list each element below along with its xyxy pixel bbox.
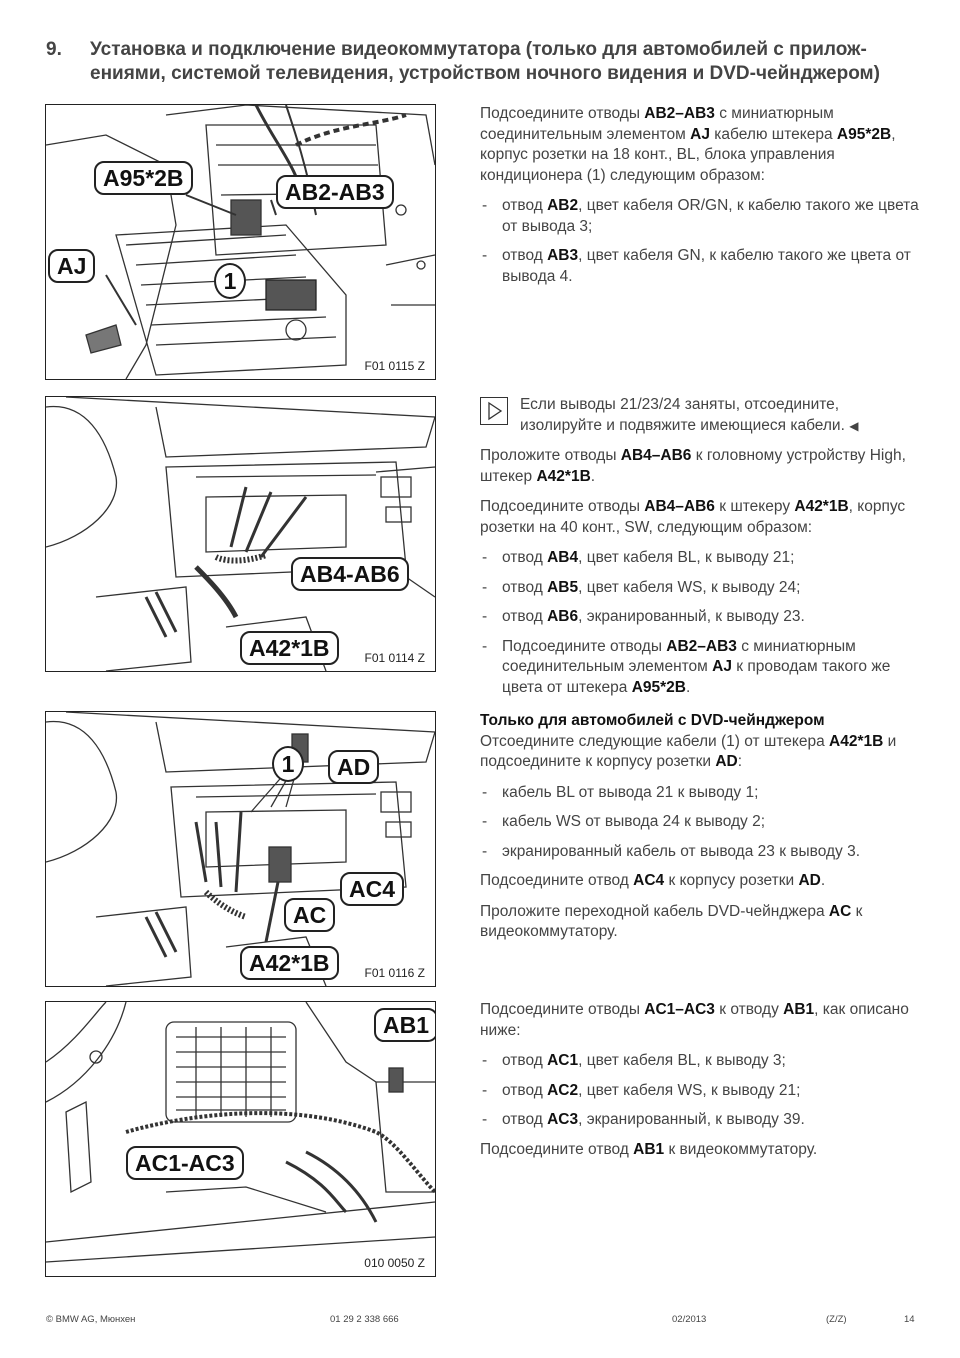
callout-1: 1 (272, 746, 304, 782)
list-item: отвод AB5, цвет кабеля WS, к выводу 24; (480, 578, 920, 599)
list-item: отвод AB6, экранированный, к выводу 23. (480, 607, 920, 628)
callout-ab4-ab6: AB4-AB6 (291, 557, 409, 591)
callout-ac4: AC4 (340, 872, 405, 906)
callout-aj: AJ (48, 249, 96, 283)
callout-1: 1 (214, 263, 246, 299)
callout-ab2-ab3: AB2-AB3 (276, 175, 394, 209)
callout-a42-1b: A42*1B (240, 631, 339, 665)
footer-page-number: 14 (904, 1314, 915, 1325)
paragraph: Подсоедините отводы AB2–AB3 с миниатюрны… (480, 105, 896, 184)
section-4-text: Подсоедините отводы AC1–AC3 к отводу AB1… (480, 1000, 920, 1170)
figure-4: AB1 AC1-AC3 010 0050 Z (45, 1001, 436, 1277)
callout-ab1: AB1 (374, 1008, 435, 1042)
paragraph: Подсоедините отвод AC4 к корпусу розетки… (480, 872, 826, 889)
note-triangle-icon (480, 397, 508, 425)
paragraph: Проложите переходной кабель DVD-чейнджер… (480, 902, 863, 941)
end-marker-icon: ◀ (849, 418, 859, 433)
paragraph: Подсоедините отводы AB4–AB6 к штекеру A4… (480, 498, 906, 536)
figure-code: 010 0050 Z (362, 1256, 427, 1270)
list-item: отвод AB3, цвет кабеля GN, к кабелю тако… (480, 246, 920, 287)
figure-code: F01 0116 Z (362, 966, 427, 980)
note: Если выводы 21/23/24 заняты, отсоедините… (480, 395, 920, 436)
list-item: кабель WS от вывода 24 к выводу 2; (480, 812, 920, 833)
callout-ac1-ac3: AC1-AC3 (126, 1146, 244, 1180)
list-item: отвод AC3, экранированный, к выводу 39. (480, 1110, 920, 1131)
list-item: экранированный кабель от вывода 23 к выв… (480, 842, 920, 863)
paragraph: Подсоедините отводы AC1–AC3 к отводу AB1… (480, 1001, 909, 1039)
paragraph: Проложите отводы AB4–AB6 к головному уст… (480, 447, 906, 485)
list-item: отвод AB2, цвет кабеля OR/GN, к кабелю т… (480, 196, 920, 237)
section-title: Установка и подключение видеокоммутатора… (90, 39, 880, 84)
figure-3: 1 AD AC4 AC A42*1B F01 0116 Z (45, 711, 436, 987)
figure-3-drawing (46, 712, 435, 986)
callout-ad: AD (328, 750, 380, 784)
subheading: Только для автомобилей с DVD-чейнджером (480, 712, 825, 729)
figure-2: AB4-AB6 A42*1B F01 0114 Z (45, 396, 436, 672)
callout-a42-1b: A42*1B (240, 946, 339, 980)
figure-4-drawing (46, 1002, 435, 1263)
figure-code: F01 0115 Z (362, 359, 427, 373)
figure-1-drawing (46, 105, 435, 379)
paragraph: Подсоедините отвод AB1 к видеокоммутатор… (480, 1140, 818, 1158)
section-1-text: Подсоедините отводы AB2–AB3 с миниатюрны… (480, 104, 920, 296)
footer-part-number: 01 29 2 338 666 (330, 1314, 399, 1325)
footer-code: (Z/Z) (826, 1314, 847, 1325)
list-item: отвод AC2, цвет кабеля WS, к выводу 21; (480, 1081, 920, 1102)
list-item: отвод AC1, цвет кабеля BL, к выводу 3; (480, 1051, 920, 1072)
footer-date: 02/2013 (672, 1314, 707, 1325)
section-2-text: Если выводы 21/23/24 заняты, отсоедините… (480, 395, 920, 707)
callout-ac: AC (284, 898, 336, 932)
footer-copyright: © BMW AG, Мюнхен (46, 1314, 136, 1325)
list-item: отвод AB4, цвет кабеля BL, к выводу 21; (480, 548, 920, 569)
paragraph: Отсоедините следующие кабели (1) от штек… (480, 732, 897, 771)
figure-1: A95*2B AB2-AB3 AJ 1 F01 0115 Z (45, 104, 436, 380)
callout-a95-2b: A95*2B (94, 161, 193, 195)
list-item: Подсоедините отводы AB2–AB3 с миниатюрны… (480, 637, 920, 699)
list-item: кабель BL от вывода 21 к выводу 1; (480, 783, 920, 804)
figure-2-drawing (46, 397, 435, 671)
section-3-text: Только для автомобилей с DVD-чейнджером … (480, 711, 920, 953)
figure-code: F01 0114 Z (362, 651, 427, 665)
section-number: 9. (46, 39, 62, 60)
